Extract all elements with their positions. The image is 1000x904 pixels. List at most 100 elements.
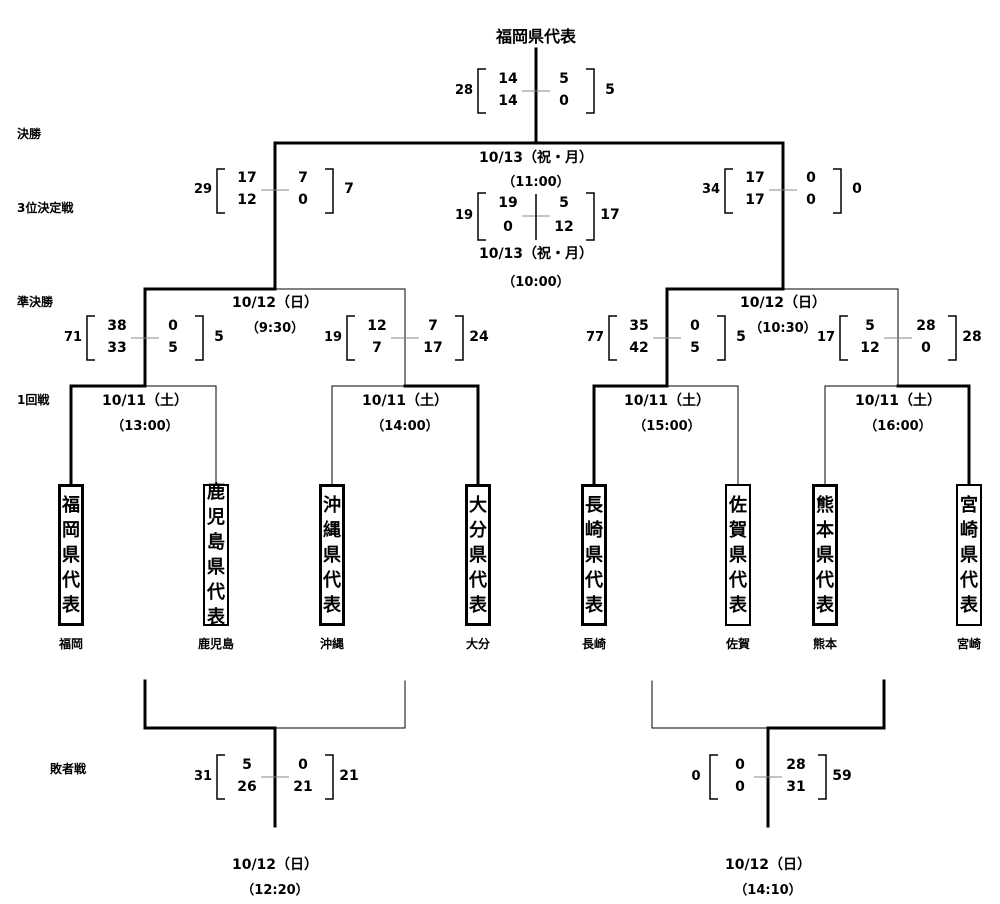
score-left-first-half: 5	[865, 318, 875, 334]
team-box-char: 児	[207, 507, 225, 528]
semi-r-time: （10:30）	[749, 321, 817, 336]
score-bracket-final-right	[586, 68, 595, 114]
bracket-cons-r	[651, 680, 885, 729]
score-bracket-r1-3-left	[608, 315, 617, 361]
score-right-total: 59	[832, 768, 852, 784]
team-box-char: 長	[585, 494, 603, 516]
score-bracket-r1-2-right	[455, 315, 464, 361]
score-right-total: 24	[469, 329, 489, 345]
round-label-third: 3位決定戦	[17, 201, 74, 215]
team-box-char: 縄	[323, 519, 341, 541]
score-left-first-half: 5	[242, 757, 252, 773]
score-left-total: 19	[454, 208, 474, 223]
score-bracket-final-left	[477, 68, 486, 114]
r1-4-time: （16:00）	[864, 419, 932, 434]
bracket-final	[273, 141, 785, 291]
score-left-first-half: 17	[237, 170, 257, 186]
final-date: 10/13（祝・月）	[478, 150, 594, 166]
score-left-first-half: 19	[498, 195, 518, 211]
team-box-char: 代	[729, 569, 747, 591]
score-bracket-semi-l-left	[216, 168, 225, 214]
round-label-final: 決勝	[17, 127, 42, 141]
team-box-char: 熊	[816, 494, 834, 516]
score-bracket-r1-1-left	[86, 315, 95, 361]
score-right-first-half: 0	[168, 318, 178, 334]
third-time: （10:00）	[502, 275, 570, 290]
score-left-total: 71	[63, 330, 83, 345]
score-bracket-cons-l-right	[325, 754, 334, 800]
team-box-char: 県	[729, 544, 747, 566]
bracket-r1-1-winner	[69, 384, 147, 486]
score-left-second-half: 42	[629, 340, 649, 356]
team-box-char: 佐	[729, 494, 747, 516]
score-right-total: 5	[605, 82, 615, 98]
score-left-second-half: 0	[735, 779, 745, 795]
bracket-cons-l-winner	[143, 679, 277, 828]
r1-1-date: 10/11（土）	[101, 393, 189, 409]
team-box-char: 鹿	[207, 482, 225, 503]
team-box-char: 代	[816, 569, 834, 591]
score-bracket-semi-r-right	[833, 168, 842, 214]
r1-1-time: （13:00）	[111, 419, 179, 434]
team-box-char: 本	[816, 519, 834, 541]
score-left-first-half: 14	[498, 71, 518, 87]
score-right-total: 17	[600, 207, 620, 223]
team-box-char: 代	[585, 569, 603, 591]
team-box-oita: 大分県代表	[465, 484, 491, 626]
score-right-first-half: 5	[559, 195, 569, 211]
team-box-kumamoto: 熊本県代表	[812, 484, 838, 626]
team-box-char: 宮	[960, 494, 978, 516]
score-left-first-half: 17	[745, 170, 765, 186]
score-right-second-half: 0	[921, 340, 931, 356]
bracket-r1-2-winner	[403, 384, 480, 486]
r1-3-date: 10/11（土）	[623, 393, 711, 409]
team-box-char: 分	[469, 519, 487, 541]
score-right-total: 7	[344, 181, 354, 197]
team-box-char: 表	[323, 594, 341, 616]
semi-l-time: （9:30）	[245, 321, 305, 336]
team-box-char: 表	[207, 607, 225, 628]
team-label-oita: 大分	[465, 637, 491, 651]
bracket-r1-3-winner	[592, 384, 669, 486]
team-box-char: 代	[207, 582, 225, 603]
score-bracket-semi-l-right	[325, 168, 334, 214]
score-bracket-r1-4-left	[839, 315, 848, 361]
score-left-first-half: 38	[107, 318, 127, 334]
score-bracket-semi-r-left	[724, 168, 733, 214]
team-box-char: 県	[960, 544, 978, 566]
score-left-total: 31	[193, 769, 213, 784]
score-right-first-half: 0	[806, 170, 816, 186]
semi-r-date: 10/12（日）	[739, 295, 827, 311]
team-box-char: 沖	[323, 494, 341, 516]
score-left-second-half: 33	[107, 340, 127, 356]
team-label-saga: 佐賀	[725, 637, 751, 651]
score-left-first-half: 12	[367, 318, 387, 334]
score-left-second-half: 0	[503, 219, 513, 235]
score-bracket-cons-r-right	[818, 754, 827, 800]
cons-l-date: 10/12（日）	[231, 857, 319, 873]
score-right-first-half: 0	[298, 757, 308, 773]
team-box-char: 岡	[62, 519, 80, 541]
team-label-nagasaki: 長崎	[581, 637, 607, 651]
team-box-saga: 佐賀県代表	[725, 484, 751, 626]
team-box-char: 表	[469, 594, 487, 616]
team-box-char: 大	[469, 494, 487, 516]
team-box-char: 代	[960, 569, 978, 591]
score-left-total: 29	[193, 182, 213, 197]
score-right-second-half: 31	[786, 779, 806, 795]
score-left-first-half: 35	[629, 318, 649, 334]
team-label-miyazaki: 宮崎	[956, 637, 982, 651]
team-box-char: 代	[469, 569, 487, 591]
third-date: 10/13（祝・月）	[478, 246, 594, 262]
score-right-second-half: 21	[293, 779, 313, 795]
r1-2-time: （14:00）	[371, 419, 439, 434]
team-box-char: 県	[816, 544, 834, 566]
score-right-second-half: 17	[423, 340, 443, 356]
score-bracket-cons-l-left	[216, 754, 225, 800]
score-left-second-half: 14	[498, 93, 518, 109]
team-box-kagoshima: 鹿児島県代表	[203, 482, 229, 628]
score-left-second-half: 12	[237, 192, 257, 208]
score-right-first-half: 5	[559, 71, 569, 87]
bracket-cons-l	[144, 680, 406, 729]
